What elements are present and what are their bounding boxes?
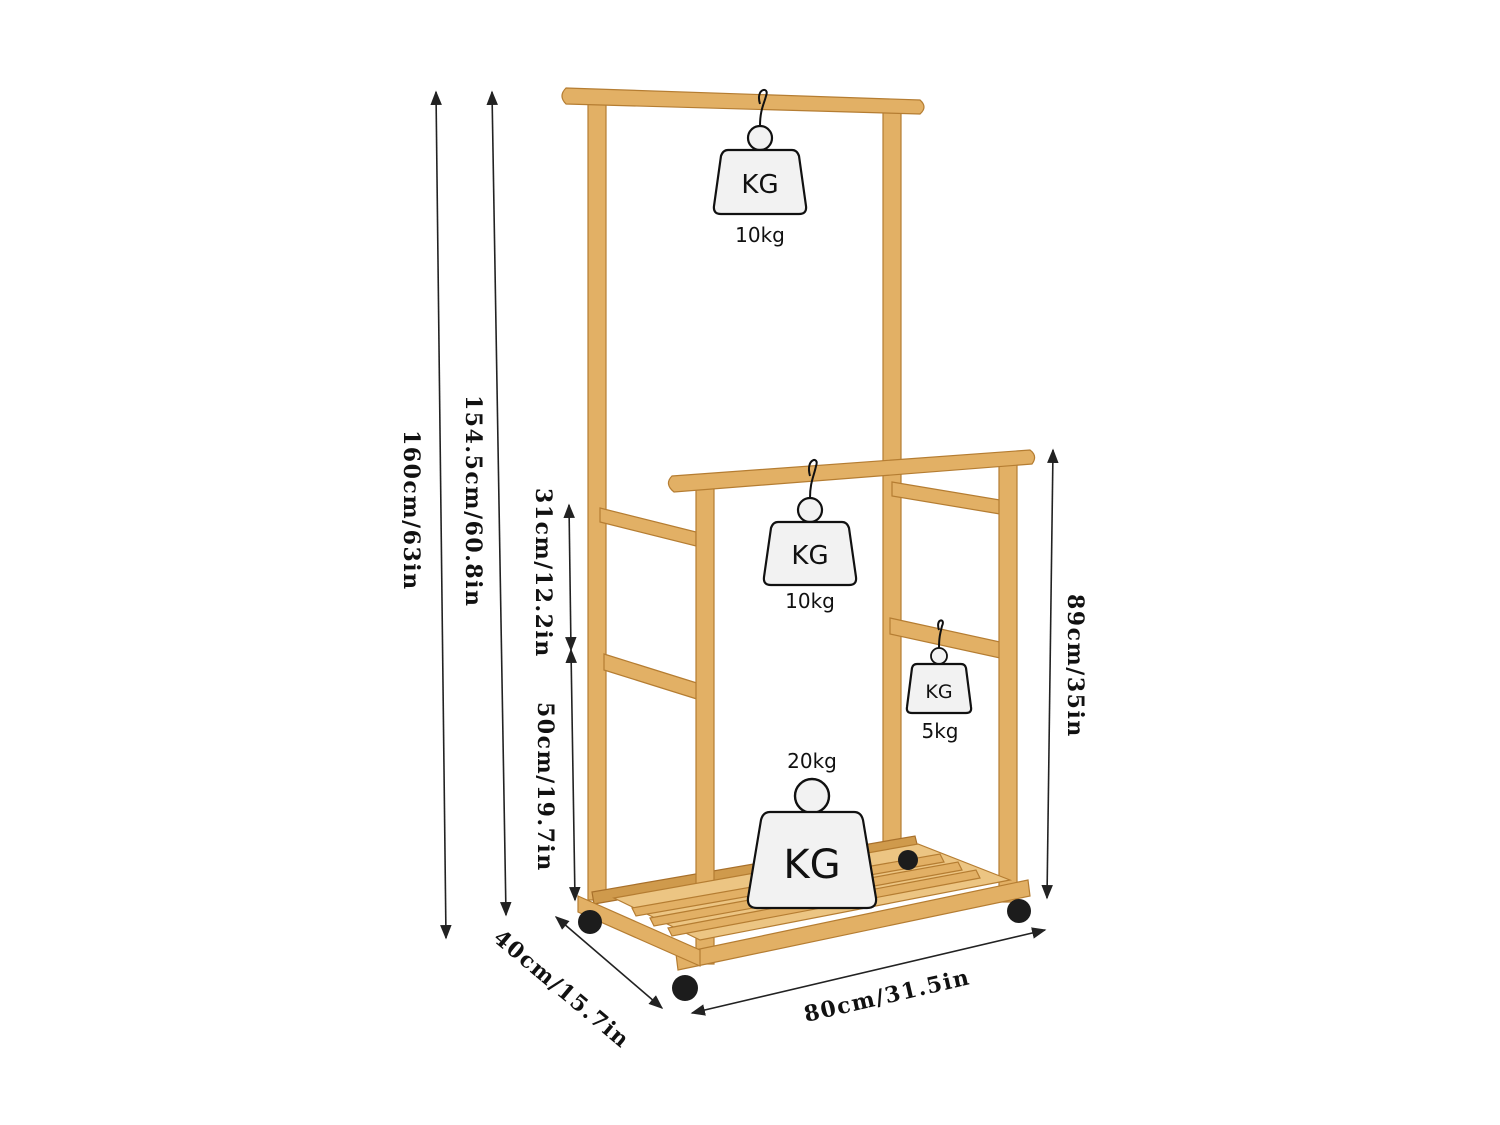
low-rail-height-label: 89cm/35in bbox=[1062, 594, 1088, 738]
depth-line bbox=[554, 916, 664, 1009]
wheel-back-left bbox=[578, 910, 602, 934]
wheel-back-right bbox=[898, 850, 918, 870]
width-label: 80cm/31.5in bbox=[802, 964, 973, 1028]
wheel-front-right bbox=[1007, 899, 1031, 923]
hook-icon bbox=[807, 459, 818, 499]
hook-icon bbox=[757, 88, 768, 127]
weight-ring bbox=[930, 647, 948, 665]
weight-ring bbox=[796, 496, 824, 524]
middle-rail-weight: KG 10kg bbox=[762, 459, 858, 613]
low-rail-height-line bbox=[1041, 448, 1059, 900]
kg-weight-icon bbox=[762, 520, 858, 587]
kg-icon-text: KG bbox=[791, 541, 828, 571]
left-upper-crossbar bbox=[599, 507, 697, 547]
bottom-shelf-weight-label: 20kg bbox=[787, 749, 837, 773]
shelf-left-beam bbox=[577, 895, 701, 967]
rail-height-label: 154.5cm/60.8in bbox=[460, 395, 486, 608]
rail-height-line bbox=[486, 90, 512, 917]
shelf-front-beam bbox=[675, 879, 1031, 971]
top-rail-weight: KG 10kg bbox=[712, 88, 808, 247]
top-rail-weight-label: 10kg bbox=[735, 223, 785, 247]
depth-label: 40cm/15.7in bbox=[488, 925, 635, 1054]
kg-icon-text: KG bbox=[783, 842, 840, 888]
side-bar-weight-label: 5kg bbox=[921, 719, 958, 743]
back-left-upright bbox=[587, 99, 607, 901]
middle-rail bbox=[667, 449, 1036, 493]
wheel-front-left bbox=[672, 975, 698, 1001]
middle-rail-weight-label: 10kg bbox=[785, 589, 835, 613]
hook-icon bbox=[937, 619, 944, 649]
back-right-upright bbox=[882, 107, 902, 849]
total-height-label: 160cm/63in bbox=[398, 430, 424, 591]
lower-gap-line bbox=[565, 648, 581, 902]
right-upper-crossbar bbox=[891, 481, 1001, 515]
kg-weight-icon bbox=[746, 810, 878, 910]
bottom-shelf-weight: 20kg KG bbox=[746, 749, 878, 910]
weight-ring bbox=[793, 777, 831, 815]
kg-icon-text: KG bbox=[741, 170, 778, 200]
upper-gap-line bbox=[563, 503, 577, 652]
lower-gap-label: 50cm/19.7in bbox=[532, 702, 558, 872]
upper-gap-label: 31cm/12.2in bbox=[530, 488, 556, 658]
total-height-line bbox=[430, 90, 452, 940]
kg-weight-icon bbox=[712, 148, 808, 216]
kg-icon-text: KG bbox=[925, 681, 952, 703]
kg-weight-icon bbox=[905, 662, 973, 715]
front-right-upright bbox=[998, 461, 1018, 903]
weight-ring bbox=[746, 124, 774, 152]
left-lower-crossbar bbox=[603, 653, 701, 701]
width-line bbox=[690, 927, 1047, 1016]
side-bar-weight: KG 5kg bbox=[905, 619, 973, 743]
top-rail bbox=[561, 87, 925, 115]
